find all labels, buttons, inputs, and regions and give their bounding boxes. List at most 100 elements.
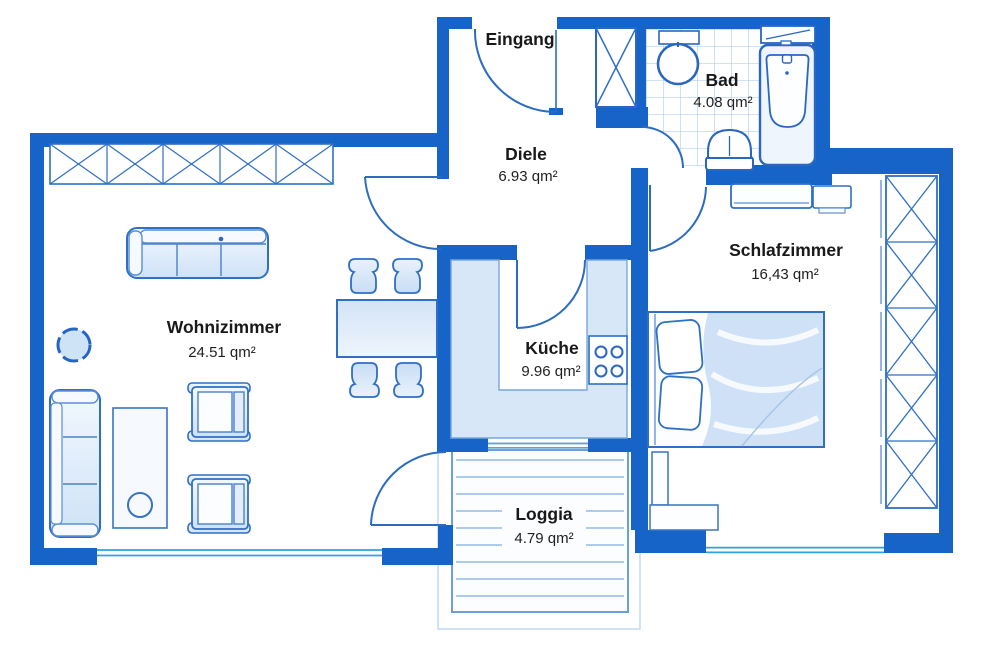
- wall-segment: [588, 438, 648, 452]
- x-brace-line: [595, 27, 637, 108]
- sofa-armrest: [51, 390, 99, 404]
- burner: [610, 364, 624, 378]
- wall-segment: [939, 148, 953, 553]
- wall-segment: [30, 133, 44, 565]
- living-room-window: [97, 549, 382, 557]
- dining-set: [336, 258, 438, 398]
- pillow: [655, 319, 704, 375]
- tub-tap: [780, 40, 792, 46]
- room-label-eingang: Eingang: [485, 29, 554, 49]
- stove-body: [588, 335, 628, 385]
- bed-icon: [647, 311, 825, 448]
- room-label-bad: Bad: [705, 70, 738, 90]
- wall-segment: [437, 245, 451, 452]
- burner: [610, 345, 624, 359]
- side-table-foot: [818, 207, 846, 214]
- sofa-backrest: [50, 402, 63, 525]
- sink-basin: [656, 42, 700, 86]
- room-label-schlafzimmer: Schlafzimmer: [729, 240, 843, 260]
- bathroom-fixtures: [656, 25, 817, 171]
- sofa-armrest: [51, 523, 99, 537]
- wardrobe-x-icon: [49, 143, 334, 185]
- wall-segment: [830, 148, 953, 174]
- coffee-table-icon: [112, 407, 168, 529]
- wall-segment: [30, 548, 97, 565]
- sofa-backrest: [139, 229, 267, 244]
- room-area-bad: 4.08 qm²: [693, 94, 752, 111]
- windows: [97, 442, 884, 557]
- room-area-schlafzimmer: 16,43 qm²: [751, 266, 819, 283]
- bedroom-furniture: [647, 175, 938, 531]
- wall-segment: [596, 107, 648, 128]
- bedroom-door: [649, 185, 707, 252]
- sofa-button: [218, 236, 224, 242]
- loggia-label-backdrop: [502, 498, 586, 548]
- tub-drain: [781, 54, 793, 64]
- doors: [364, 28, 707, 526]
- room-label-loggia: Loggia: [515, 504, 573, 524]
- kitchen-window: [488, 442, 588, 449]
- chair-icon: [392, 258, 423, 294]
- wall-segment: [437, 245, 517, 260]
- wall-segment: [635, 530, 706, 553]
- sideboard-icon: [730, 183, 852, 214]
- burner: [594, 364, 608, 378]
- wardrobe-x-icon: [880, 175, 938, 509]
- plant-icon: [56, 327, 92, 363]
- desk-return: [651, 451, 669, 506]
- sideboard-body: [730, 183, 813, 209]
- stove-icon: [588, 335, 628, 385]
- blanket-folds: [710, 327, 820, 435]
- bathtub-icon: [758, 25, 817, 167]
- wall-segment: [382, 548, 453, 565]
- pillow: [657, 375, 704, 431]
- armchair-icon: [187, 382, 251, 442]
- kitchen-furniture: [450, 259, 628, 439]
- balcony-door: [370, 451, 447, 526]
- door-swing-arc: [516, 259, 586, 329]
- door-swing-arc: [649, 186, 707, 252]
- wall-segment: [812, 17, 830, 168]
- room-label-wohnzimmer: Wohnizimmer: [167, 317, 282, 337]
- door-swing-arc: [364, 176, 442, 251]
- wall-segment: [437, 17, 449, 179]
- blanket-crease: [741, 367, 823, 447]
- armchair-icon: [187, 474, 251, 534]
- room-area-wohnzimmer: 24.51 qm²: [188, 344, 256, 361]
- bedroom-window: [706, 546, 884, 554]
- wall-segment: [631, 168, 648, 530]
- chair-icon: [348, 258, 379, 294]
- kitchen-door: [516, 259, 586, 329]
- side-table: [812, 185, 852, 209]
- toilet-icon: [705, 128, 754, 171]
- wall-segment: [585, 245, 646, 260]
- sofa-icon: [126, 227, 269, 279]
- bathroom-door-swing-area: [642, 127, 683, 168]
- entrance-door: [473, 28, 557, 113]
- room-area-diele: 6.93 qm²: [498, 168, 557, 185]
- bed-blanket: [702, 313, 823, 446]
- table-top: [112, 407, 168, 529]
- room-area-loggia: 4.79 qm²: [514, 530, 573, 547]
- burner: [594, 345, 608, 359]
- living-room-furniture: [49, 143, 438, 538]
- sink-icon: [656, 42, 700, 86]
- wall-segment: [437, 438, 488, 452]
- room-labels: Eingang Bad 4.08 qm² Diele 6.93 qm² Schl…: [167, 29, 843, 547]
- dining-table-icon: [336, 299, 438, 358]
- tub-shelf-detail: [765, 29, 811, 40]
- chair-icon: [393, 362, 424, 398]
- duct-shaft-icon: [595, 27, 637, 108]
- desk-top: [649, 504, 719, 531]
- living-room-door: [364, 176, 442, 251]
- table-detail-circle: [127, 492, 153, 518]
- desk-icon: [649, 451, 719, 531]
- door-swing-arc: [473, 28, 557, 113]
- tub-plug: [785, 71, 789, 75]
- wall-segment: [437, 17, 472, 29]
- kitchen-counter-icon: [450, 259, 628, 439]
- wardrobe-braces: [885, 175, 938, 509]
- sofa-armrest: [128, 230, 143, 276]
